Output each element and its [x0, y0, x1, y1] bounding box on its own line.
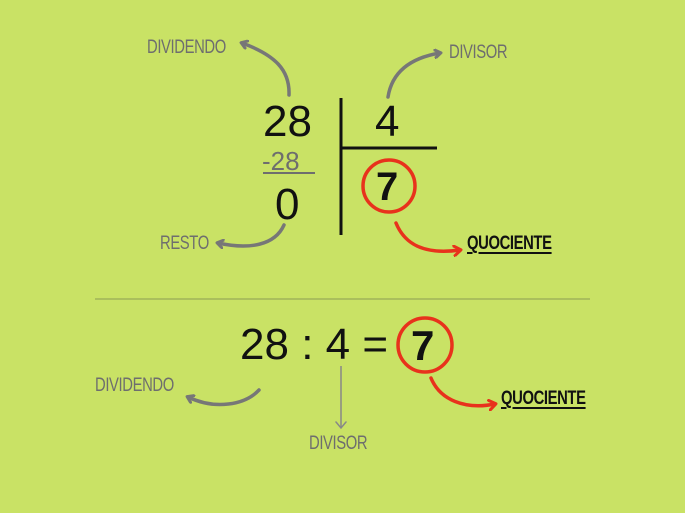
- label-remainder: RESTO: [160, 233, 209, 254]
- subtraction-number: -28: [262, 146, 300, 176]
- divisor-number: 4: [375, 97, 400, 146]
- arrow-dividend-icon: [242, 43, 291, 97]
- label-dividend: DIVIDENDO: [147, 37, 226, 58]
- eq-equals: =: [362, 320, 389, 369]
- arrow-divisor-icon: [386, 53, 440, 99]
- quotient-highlight-circle: [361, 158, 417, 214]
- arrow-quotient-icon: [394, 221, 460, 251]
- eq-quotient: 7: [411, 322, 435, 369]
- eq-dividend: 28: [240, 320, 289, 369]
- arrow-eq-quotient-icon: [429, 376, 495, 406]
- eq-quotient-highlight-circle: [396, 316, 454, 374]
- eq-label-dividend: DIVIDENDO: [95, 375, 174, 396]
- label-divisor: DIVISOR: [449, 42, 508, 63]
- eq-operator: :: [301, 320, 314, 369]
- arrow-eq-dividend-icon: [188, 388, 261, 407]
- dividend-number: 28: [263, 97, 312, 146]
- quotient-number: 7: [376, 165, 399, 209]
- eq-divisor: 4: [325, 320, 351, 369]
- label-quotient: QUOCIENTE: [467, 233, 552, 254]
- remainder-number: 0: [275, 180, 300, 229]
- eq-label-divisor: DIVISOR: [309, 433, 368, 454]
- eq-label-quotient: QUOCIENTE: [501, 388, 586, 409]
- arrow-remainder-icon: [218, 223, 286, 246]
- equation-row: 28 : 4 =: [240, 323, 388, 367]
